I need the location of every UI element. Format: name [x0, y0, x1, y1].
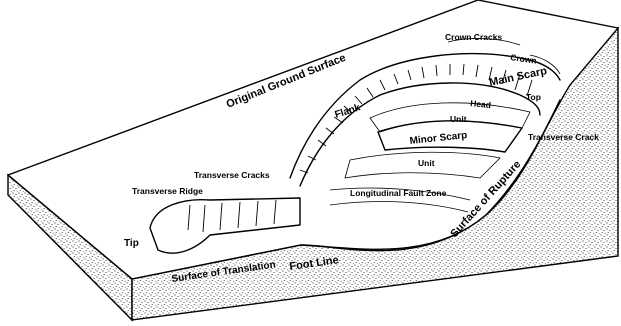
label-crown: Crown — [510, 52, 538, 66]
label-flank: Flank — [334, 102, 363, 121]
label-minor-scarp: Minor Scarp — [409, 130, 468, 147]
label-main-scarp: Main Scarp — [488, 65, 548, 89]
label-original-ground-surface: Original Ground Surface — [225, 52, 348, 111]
label-transverse-crack: Transverse Crack — [528, 132, 599, 142]
label-transverse-cracks: Transverse Cracks — [194, 170, 270, 180]
label-transverse-ridge: Transverse Ridge — [132, 186, 203, 196]
block-front-face — [8, 175, 132, 320]
toe-hatching — [188, 200, 276, 232]
original-ground-surface-outline — [8, 0, 618, 175]
label-unit-lower: Unit — [418, 158, 435, 168]
label-crown-cracks: Crown Cracks — [445, 32, 502, 42]
label-tip: Tip — [124, 238, 139, 249]
label-unit-upper: Unit — [450, 114, 467, 124]
toe-lobe — [150, 198, 300, 253]
label-longitudinal-fault-zone: Longitudinal Fault Zone — [350, 188, 447, 198]
label-top: Top — [526, 92, 541, 102]
label-head: Head — [470, 98, 492, 110]
